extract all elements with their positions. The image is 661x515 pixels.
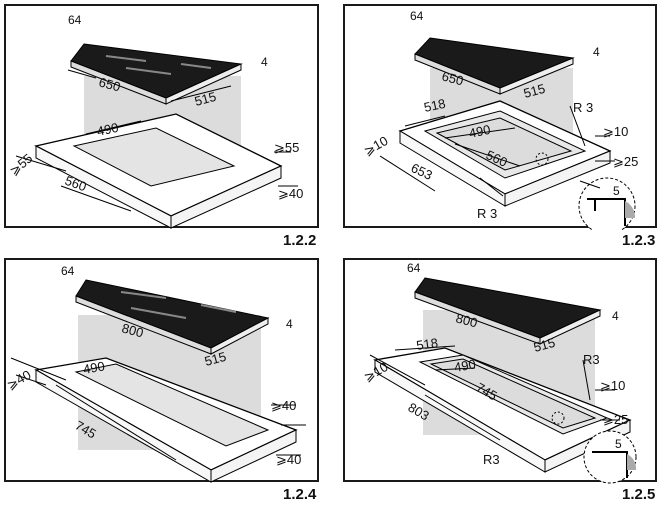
dimension-lines — [369, 345, 620, 441]
dim-hob-depth-side: 4 — [612, 309, 619, 323]
dim-top-thickness: 64 — [68, 13, 82, 27]
dim-top-thickness: 64 — [61, 264, 75, 278]
dim-hob-depth: 515 — [522, 81, 547, 101]
dim-hob-depth: 515 — [193, 89, 218, 109]
cutout — [74, 363, 270, 447]
dim-top-thickness: 64 — [407, 261, 421, 275]
hob-marks — [105, 55, 212, 75]
dim-radius-bottom: R3 — [483, 452, 500, 467]
panel-1-2-4: 64 4 800 515 490 ⩾40 ⩾40 745 ⩾40 — [4, 258, 319, 483]
dim-min-front: ⩾55 — [274, 140, 299, 155]
dimension-lines — [379, 105, 615, 197]
figure-label-1-2-4: 1.2.4 — [283, 486, 317, 503]
dim-frame-depth: 518 — [423, 96, 447, 115]
dim-hob-width: 650 — [440, 68, 465, 88]
detail-radius — [627, 454, 637, 470]
dim-cutout-width: 490 — [468, 122, 492, 141]
dim-cutout-width: 490 — [96, 120, 120, 139]
dim-detail-depth: 5 — [615, 437, 622, 451]
dim-frame-length: 653 — [409, 160, 435, 183]
dim-frame-depth: 518 — [415, 335, 439, 353]
dim-cutout-length: 560 — [63, 173, 89, 195]
cutout — [72, 127, 236, 187]
dim-hob-depth-side: 4 — [593, 45, 600, 59]
hob-side-edge — [539, 309, 601, 345]
countertop-front — [35, 145, 172, 229]
dim-hob-depth-side: 4 — [261, 55, 268, 69]
figure-label-1-2-3: 1.2.3 — [622, 232, 656, 249]
dim-side-min: ⩾10 — [361, 133, 390, 159]
detail-circle — [583, 430, 637, 484]
dim-cutout-width: 490 — [453, 356, 477, 375]
dimension-lines — [15, 69, 298, 212]
diagram-1-2-2: 64 4 650 515 490 ⩾55 ⩾55 ⩾40 560 — [6, 13, 303, 229]
dim-top-thickness: 64 — [410, 9, 424, 23]
dim-min-depth: ⩾25 — [603, 412, 628, 427]
detail-radius — [625, 201, 636, 218]
dim-hob-width: 800 — [454, 310, 479, 330]
figure-label-1-2-2: 1.2.2 — [283, 232, 317, 249]
dim-min-front: ⩾40 — [271, 398, 296, 413]
dim-radius-bottom: R 3 — [477, 206, 497, 221]
panel-1-2-2: 64 4 650 515 490 ⩾55 ⩾55 ⩾40 560 — [4, 4, 319, 229]
dim-hob-depth-side: 4 — [286, 317, 293, 331]
dimension-lines — [10, 357, 306, 461]
dim-side-min: ⩾40 — [6, 367, 33, 393]
dim-hob-width: 650 — [97, 74, 122, 94]
dim-cutout-width: 490 — [82, 358, 106, 377]
dim-detail-depth: 5 — [613, 184, 620, 198]
dim-hob-width: 800 — [120, 320, 145, 340]
dim-hob-depth: 515 — [203, 349, 228, 369]
hob-marks — [120, 291, 237, 319]
detail-marker — [551, 411, 565, 425]
detail-marker — [535, 152, 549, 166]
dim-radius-top: R 3 — [573, 100, 593, 115]
dim-min-back: ⩾40 — [278, 186, 303, 201]
dim-min-back: ⩾40 — [276, 452, 301, 467]
hob-side-edge — [499, 57, 574, 95]
panel-1-2-5: 64 4 800 515 518 R3 ⩾10 490 ⩾10 745 ⩾25 … — [343, 258, 657, 484]
cutout — [435, 117, 573, 171]
diagram-1-2-3: 64 4 650 515 518 R 3 490 ⩾10 560 ⩾25 ⩾10… — [361, 9, 638, 230]
countertop-front — [399, 130, 506, 207]
hob-side-edge — [165, 63, 242, 105]
figure-label-1-2-5: 1.2.5 — [622, 486, 656, 503]
diagram-1-2-4: 64 4 800 515 490 ⩾40 ⩾40 745 ⩾40 — [6, 264, 306, 483]
dim-min-right: ⩾10 — [600, 378, 625, 393]
detail-leader — [579, 180, 601, 189]
diagram-1-2-5: 64 4 800 515 518 R3 ⩾10 490 ⩾10 745 ⩾25 … — [361, 261, 637, 484]
dim-hob-depth: 515 — [532, 335, 557, 355]
dim-min-right: ⩾10 — [603, 124, 628, 139]
dim-side-min: ⩾55 — [6, 151, 35, 179]
panel-1-2-3: 64 4 650 515 518 R 3 490 ⩾10 560 ⩾25 ⩾10… — [343, 4, 657, 230]
dim-radius-top: R3 — [583, 352, 600, 367]
hob-side-edge — [210, 317, 269, 355]
cutout — [429, 358, 597, 429]
detail-circle — [578, 177, 636, 230]
dim-min-depth: ⩾25 — [613, 154, 638, 169]
